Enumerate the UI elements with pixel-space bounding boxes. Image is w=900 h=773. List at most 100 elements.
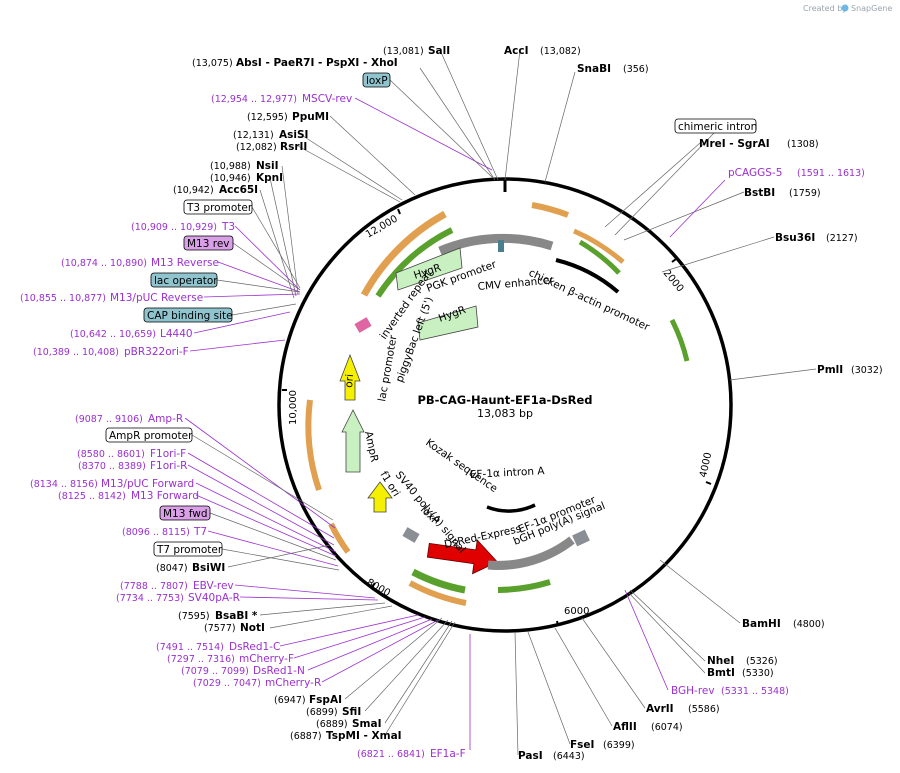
enzyme-name: PmlI	[817, 364, 843, 376]
enzyme-name: NotI	[240, 622, 265, 634]
label-t7-promoter: T7 promoter	[156, 544, 223, 556]
enzyme-pos: (10,988)	[210, 161, 251, 172]
tick-label: 4000	[698, 451, 714, 478]
enzyme-name: KpnI	[256, 172, 283, 184]
ef1a-intron-bar	[486, 503, 536, 513]
primer-labels: (12,954 .. 12,977) MSCV-rev pCAGGS-5 (15…	[20, 93, 865, 760]
enzyme-name: BmtI	[707, 667, 735, 679]
cap-binding-box	[143, 307, 233, 323]
orange-feature-arrow	[305, 399, 322, 491]
tick-label: 10,000	[288, 390, 299, 425]
outer-feature-arrows	[305, 202, 690, 606]
enzyme-name: SalI	[428, 45, 450, 57]
primer-name: F1ori-F	[150, 448, 186, 460]
label-kozak: Kozak sequence	[423, 437, 499, 495]
primer-leaders	[184, 97, 726, 750]
label-cap-binding: CAP binding site	[147, 310, 233, 322]
credit-brand: SnapGene	[851, 4, 892, 13]
enzyme-name: PasI	[518, 750, 543, 762]
enzyme-pos: (6887)	[290, 731, 322, 742]
label-m13-rev: M13 rev	[187, 238, 230, 250]
tick-mark	[705, 481, 712, 485]
primer-name: mCherry-F	[239, 653, 294, 665]
primer-pos: (8370 .. 8389)	[78, 461, 146, 472]
enzyme-pos: (5330)	[742, 668, 774, 679]
orange-feature-arrow	[360, 210, 447, 297]
enzyme-name: MreI - SgrAI	[699, 138, 770, 150]
tick-label: 6000	[564, 606, 589, 617]
primer-name: T3	[221, 221, 235, 233]
green-feature-arrow	[375, 227, 454, 298]
primer-name: M13 Reverse	[151, 257, 219, 269]
enzyme-pos: (2127)	[826, 233, 858, 244]
primer-pos: (9087 .. 9106)	[75, 414, 143, 425]
primer-name: EBV-rev	[193, 580, 234, 592]
primer-pos: (7788 .. 7807)	[120, 581, 188, 592]
hygr-arrow-2	[417, 305, 479, 341]
enzyme-name: BsaBI *	[215, 610, 258, 622]
enzyme-pos: (7595)	[178, 611, 210, 622]
primer-pos: (8134 .. 8156)	[30, 479, 98, 490]
primer-name: F1ori-R	[150, 460, 187, 472]
primer-name: pBR322ori-F	[124, 346, 189, 358]
tick-label: 12,000	[364, 214, 400, 241]
primer-pos: (8580 .. 8601)	[77, 449, 145, 460]
enzyme-pos: (10,946)	[210, 173, 251, 184]
enzyme-pos: (12,595)	[247, 112, 288, 123]
loxp-box	[362, 72, 391, 88]
tick-label: 2000	[661, 268, 686, 295]
t7-promoter-box	[153, 541, 223, 557]
enzyme-name: TspMI - XmaI	[326, 730, 402, 742]
enzyme-labels: (13,075) AbsI - PaeR7I - PspXI - XhoI (1…	[156, 45, 883, 762]
enzyme-pos: (1308)	[787, 139, 819, 150]
enzyme-name: Acc65I	[219, 184, 258, 196]
plasmid-length: 13,083 bp	[477, 407, 533, 420]
enzyme-name: AccI	[504, 45, 528, 57]
tick-label: 8000	[365, 577, 393, 599]
primer-pos: (8125 .. 8142)	[58, 491, 126, 502]
label-lac-promoter: lac promoter	[376, 334, 400, 403]
primer-name: mCherry-R	[265, 677, 321, 689]
ef1a-promoter-arrow	[487, 536, 575, 570]
lac-operator-box	[354, 317, 372, 333]
sv40-box	[402, 527, 420, 543]
label-lac-operator: lac operator	[154, 275, 218, 287]
primer-pos: (7029 .. 7047)	[193, 678, 261, 689]
enzyme-pos: (8047)	[156, 563, 188, 574]
enzyme-pos: (3032)	[851, 365, 883, 376]
enzyme-name: AsiSI	[279, 129, 308, 141]
snapgene-logo-icon	[841, 4, 849, 12]
label-ampr-promoter: AmpR promoter	[109, 430, 193, 442]
enzyme-pos: (13,075)	[192, 58, 233, 69]
primer-pos: (7297 .. 7316)	[167, 654, 235, 665]
primer-pos: (10,642 .. 10,659)	[70, 329, 156, 340]
green-feature-arrow	[578, 239, 621, 275]
enzyme-pos: (6899)	[306, 707, 338, 718]
plasmid-name: PB-CAG-Haunt-EF1a-DsRed	[417, 393, 592, 407]
enzyme-name: RsrII	[280, 141, 307, 153]
label-t3-promoter: T3 promoter	[186, 202, 253, 214]
enzyme-pos: (6399)	[603, 740, 635, 751]
boxed-feature-labels: loxP chimeric intron T3 promoter M13 rev…	[105, 72, 757, 557]
primer-name: SV40pA-R	[188, 592, 240, 604]
enzyme-name: SnaBI	[577, 63, 611, 75]
label-chimeric-intron: chimeric intron	[678, 121, 757, 133]
enzyme-name: SfiI	[342, 706, 361, 718]
enzyme-name: NsiI	[256, 160, 279, 172]
primer-pos: (6821 .. 6841)	[357, 749, 425, 760]
enzyme-leaders	[227, 49, 817, 756]
label-ampr: AmpR	[362, 430, 380, 463]
green-feature-arrow	[669, 318, 690, 362]
primer-pos: (8096 .. 8115)	[122, 527, 190, 538]
t3-promoter-box	[183, 199, 253, 215]
label-ef1a-intron: EF-1α intron A	[470, 465, 546, 481]
chicken-actin-promoter-bar	[555, 258, 620, 294]
box-leaders	[191, 79, 716, 571]
enzyme-pos: (6947)	[274, 695, 306, 706]
inner-features	[339, 233, 620, 575]
primer-name: EF1a-F	[430, 748, 466, 760]
enzyme-pos: (5586)	[688, 704, 720, 715]
tick-mark	[397, 208, 401, 215]
enzyme-pos: (6074)	[651, 722, 683, 733]
